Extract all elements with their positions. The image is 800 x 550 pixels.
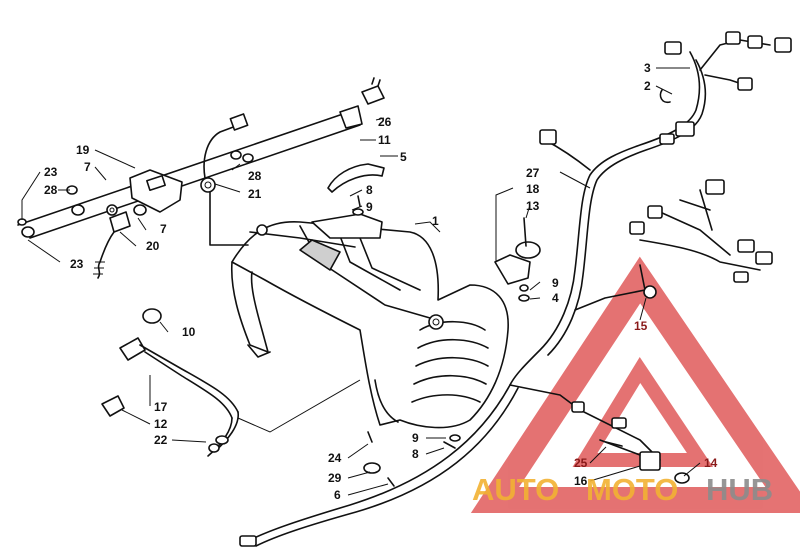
logo-triangle-outer <box>470 256 800 513</box>
wordmark-hub: HUB <box>706 472 773 507</box>
callout-6: 6 <box>334 488 341 502</box>
wordmark-moto: MOTO <box>586 472 678 507</box>
callout-29: 29 <box>328 471 342 485</box>
callout-28-right: 28 <box>248 169 262 183</box>
callout-8-top: 8 <box>366 183 373 197</box>
callout-12: 12 <box>154 417 168 431</box>
callout-28: 28 <box>44 183 58 197</box>
callout-17: 17 <box>154 400 168 414</box>
cable-assembly <box>101 308 361 457</box>
callout-19: 19 <box>76 143 90 157</box>
switch-housing-assembly <box>17 77 385 279</box>
callout-2: 2 <box>644 79 651 93</box>
callout-25: 25 <box>574 456 588 470</box>
callout-23: 23 <box>44 165 58 179</box>
callout-8-lower: 8 <box>412 447 419 461</box>
wordmark-auto: AUTO <box>472 472 559 507</box>
callout-9-top: 9 <box>366 200 373 214</box>
callout-20: 20 <box>146 239 160 253</box>
callout-24: 24 <box>328 451 342 465</box>
callout-7: 7 <box>84 160 91 174</box>
logo-triangle-inner <box>572 356 714 467</box>
callout-13: 13 <box>526 199 540 213</box>
hardware-fasteners <box>327 163 623 487</box>
callout-4: 4 <box>552 291 559 305</box>
callout-5: 5 <box>400 150 407 164</box>
automotohub-wordmark: AUTO MOTO HUB <box>472 472 773 507</box>
callout-15: 15 <box>634 319 648 333</box>
callout-14: 14 <box>704 456 718 470</box>
callout-26: 26 <box>378 115 392 129</box>
callout-27: 27 <box>526 166 540 180</box>
callout-10: 10 <box>182 325 196 339</box>
callout-7-lower: 7 <box>160 222 167 236</box>
leader-lines <box>21 67 701 496</box>
callout-18: 18 <box>526 182 540 196</box>
callout-23-lower: 23 <box>70 257 84 271</box>
wiring-harness <box>239 31 792 547</box>
hood-fairing <box>230 213 509 429</box>
callout-16: 16 <box>574 474 588 488</box>
callout-11: 11 <box>378 133 391 147</box>
callout-labels: 3 2 26 11 5 19 7 23 28 28 21 7 20 23 8 9… <box>44 61 718 502</box>
callout-9-mid: 9 <box>552 276 559 290</box>
callout-21: 21 <box>248 187 262 201</box>
callout-1: 1 <box>432 214 439 228</box>
callout-3: 3 <box>644 61 651 75</box>
callout-22: 22 <box>154 433 168 447</box>
callout-9-lower: 9 <box>412 431 419 445</box>
